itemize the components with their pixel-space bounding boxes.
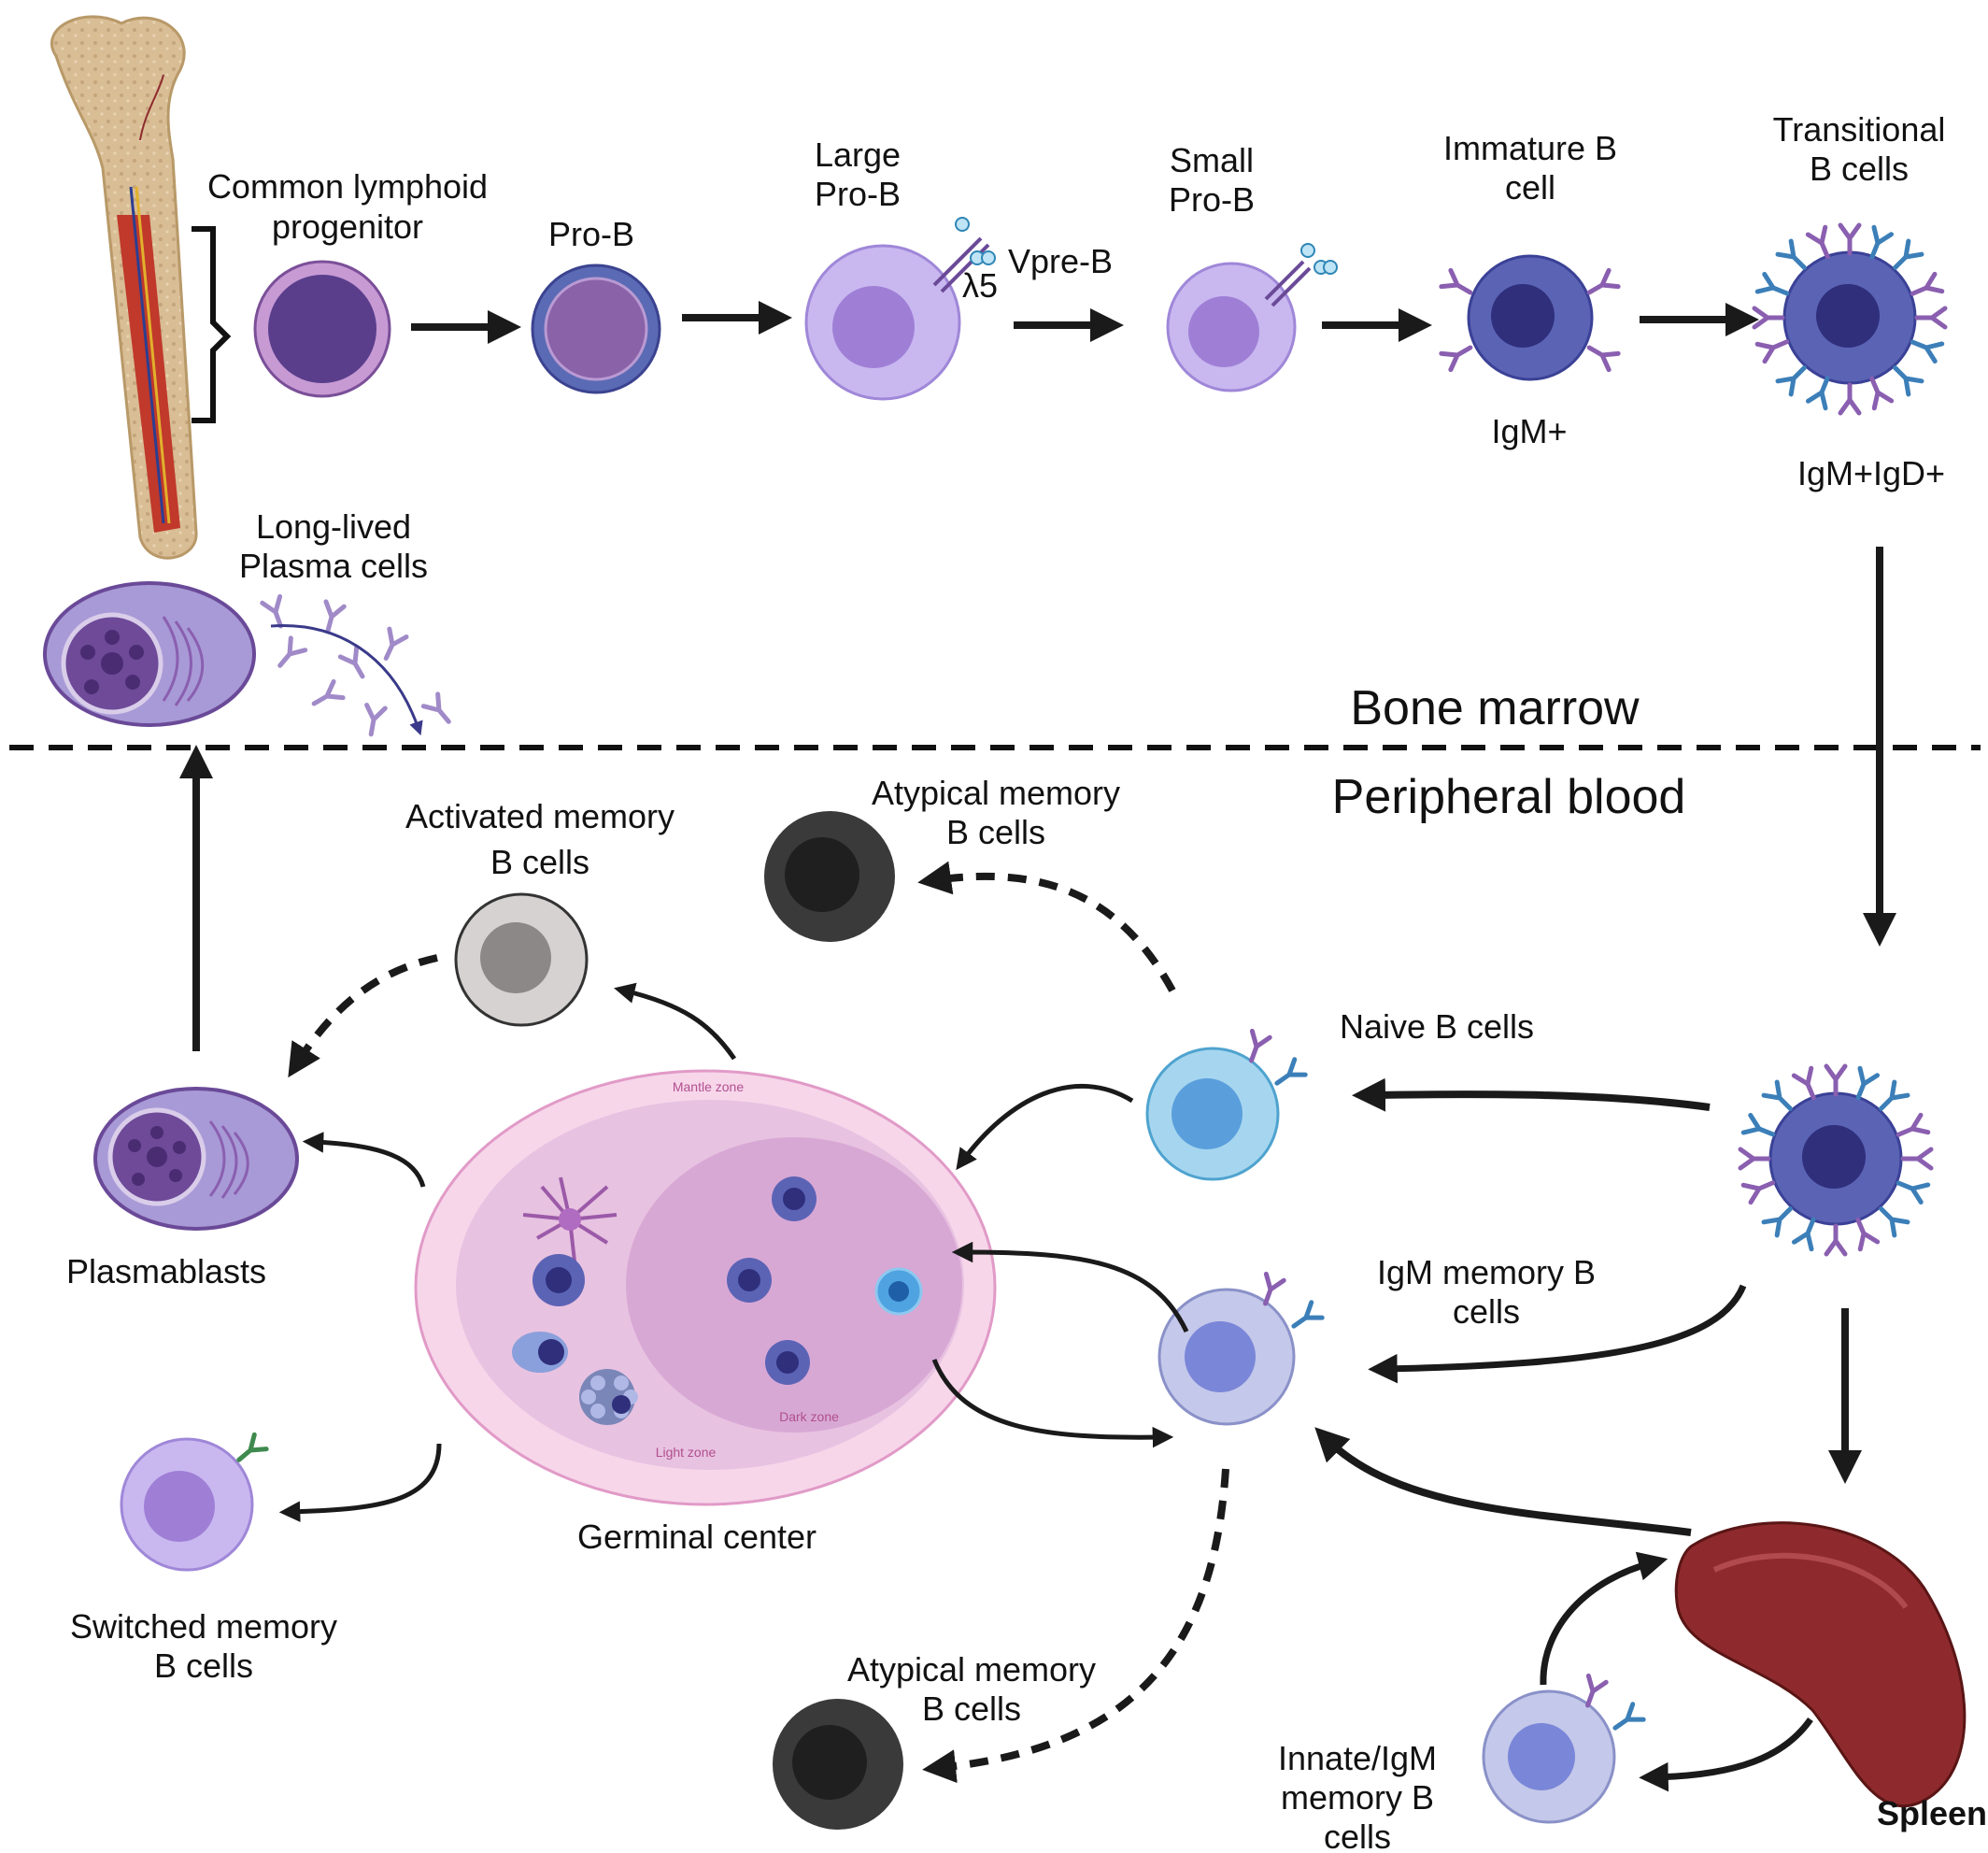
arrow-spleen-to-igm-memory xyxy=(1314,1427,1692,1536)
atypical-bottom-label-line2: B cells xyxy=(922,1689,1021,1728)
arrow-spleen-to-innate xyxy=(1639,1717,1813,1792)
igm-memory-b-cell xyxy=(1157,1274,1322,1426)
switched-memory-b-cell xyxy=(120,1434,266,1572)
light-zone-label: Light zone xyxy=(656,1445,717,1460)
innate-igm-memory-b-cell xyxy=(1482,1675,1643,1824)
arrow-innate-to-spleen xyxy=(1540,1551,1668,1686)
arrow-transitional-to-igm-memory xyxy=(1368,1284,1747,1384)
spleen-label: Spleen xyxy=(1877,1794,1987,1832)
activated-memory-b-cell xyxy=(454,892,589,1027)
atypical-bottom-label-line1: Atypical memory xyxy=(847,1650,1096,1689)
igm-plus-label: IgM+ xyxy=(1491,412,1567,450)
transitional-label-line1: Transitional xyxy=(1773,110,1946,149)
innate-label-line2: memory B xyxy=(1281,1778,1434,1817)
transitional-label-line2: B cells xyxy=(1810,150,1909,188)
lambda5-label: λ5 xyxy=(962,266,998,305)
peripheral-transitional-b-cell xyxy=(1740,1066,1931,1254)
secretion-arrow xyxy=(270,624,423,736)
arrow-activated-to-plasmablast-dashed xyxy=(288,954,438,1078)
long-lived-plasma-cell xyxy=(43,581,256,727)
arrow-naive-to-germinal xyxy=(956,1084,1134,1171)
clp-label-line1: Common lymphoid xyxy=(207,167,488,206)
arrow-naive-to-atypical-dashed xyxy=(917,861,1176,992)
switched-label-line2: B cells xyxy=(154,1646,253,1685)
plasmablasts-label: Plasmablasts xyxy=(66,1252,266,1290)
arrow-germinal-to-plasmablast xyxy=(302,1132,426,1188)
atypical-top-label-line1: Atypical memory xyxy=(872,774,1120,812)
common-lymphoid-progenitor-cell xyxy=(253,260,391,398)
dark-zone-label: Dark zone xyxy=(779,1409,839,1424)
dendritic-cell-icon xyxy=(522,1176,618,1262)
switched-label-line1: Switched memory xyxy=(70,1607,337,1646)
atypical-memory-cell-bottom xyxy=(773,1699,903,1830)
igm-memory-label-line1: IgM memory B xyxy=(1377,1253,1596,1291)
progenitor-bracket-icon xyxy=(192,226,232,423)
large-prob-label-line1: Large xyxy=(815,135,901,174)
arrow-germinal-to-activated xyxy=(614,982,737,1061)
immature-label-line2: cell xyxy=(1505,168,1555,207)
transitional-b-cell xyxy=(1754,225,1945,413)
plasmablast-cell xyxy=(93,1087,299,1231)
igm-memory-label-line2: cells xyxy=(1453,1292,1520,1331)
spleen-organ-icon xyxy=(1674,1521,1967,1808)
atypical-memory-cell-top xyxy=(764,811,895,942)
pro-b-cell xyxy=(531,264,661,394)
mantle-zone-label: Mantle zone xyxy=(673,1079,744,1094)
large-pro-b-cell xyxy=(804,217,996,401)
immature-b-cell xyxy=(1441,254,1618,381)
femur-bone-icon xyxy=(50,15,198,560)
small-prob-label-line1: Small xyxy=(1170,141,1254,179)
innate-label-line3: cells xyxy=(1324,1817,1391,1853)
arrow-germinal-to-igm-memory xyxy=(931,1359,1174,1448)
prob-label: Pro-B xyxy=(548,215,634,253)
secreted-antibodies-icon xyxy=(263,596,456,735)
peripheral-blood-label: Peripheral blood xyxy=(1332,770,1686,824)
germinal-center-label: Germinal center xyxy=(577,1518,816,1556)
large-prob-label-line2: Pro-B xyxy=(815,175,901,213)
naive-b-cell xyxy=(1145,1031,1305,1181)
long-lived-label-line1: Long-lived xyxy=(256,507,411,546)
activated-label-line1: Activated memory xyxy=(405,797,674,835)
arrow-igm-memory-to-germinal xyxy=(951,1241,1189,1333)
activated-label-line2: B cells xyxy=(490,843,589,881)
atypical-top-label-line2: B cells xyxy=(946,813,1045,851)
germinal-center: Mantle zone Dark zone Light zone xyxy=(414,1069,997,1506)
arrow-transitional-to-naive xyxy=(1352,1077,1711,1112)
naive-label: Naive B cells xyxy=(1340,1007,1534,1046)
small-prob-label-line2: Pro-B xyxy=(1169,180,1255,219)
innate-label-line1: Innate/IgM xyxy=(1278,1739,1437,1777)
immature-label-line1: Immature B xyxy=(1443,129,1617,167)
clp-label-line2: progenitor xyxy=(272,207,423,246)
vpreb-label: Vpre-B xyxy=(1008,242,1113,280)
small-pro-b-cell xyxy=(1166,243,1338,392)
bone-marrow-label: Bone marrow xyxy=(1350,681,1640,735)
igm-igd-label: IgM+IgD+ xyxy=(1797,454,1945,492)
long-lived-label-line2: Plasma cells xyxy=(239,547,428,585)
arrow-igm-memory-to-atypical-dashed xyxy=(922,1468,1229,1784)
arrow-germinal-to-switched xyxy=(278,1443,442,1522)
